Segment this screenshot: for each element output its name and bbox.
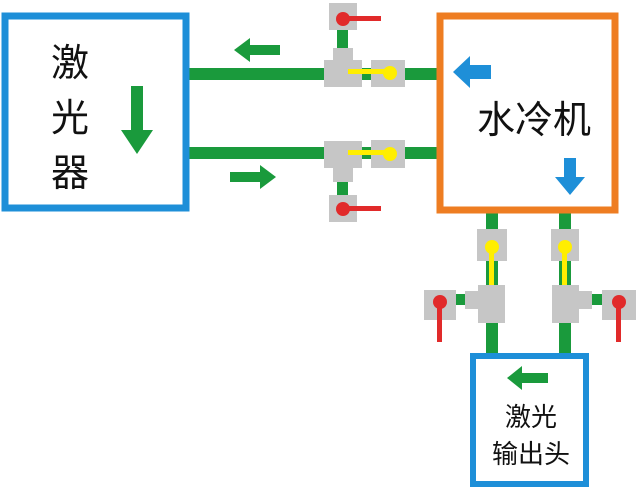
tee-fitting-icon <box>465 285 505 323</box>
tee-fitting-icon <box>324 48 362 87</box>
tee-fitting-icon <box>552 285 592 323</box>
laser-head-label-line2: 输出头 <box>492 440 570 470</box>
valve-icon <box>424 290 456 342</box>
sensor-icon <box>551 229 579 289</box>
valve-icon <box>602 290 636 342</box>
chiller-box: 水冷机 <box>436 12 619 214</box>
laser-label-line3: 器 <box>51 151 89 195</box>
flow-arrow-left-icon <box>453 56 491 88</box>
laser-box: 激 光 器 <box>1 12 190 212</box>
sensor-icon <box>348 140 405 168</box>
chiller-box-border <box>436 12 619 214</box>
flow-arrow-down-icon <box>555 158 585 195</box>
flow-arrow-left-icon <box>507 366 548 390</box>
laser-head-box: 激光 输出头 <box>470 353 589 487</box>
laser-label-line1: 激 <box>51 41 89 85</box>
flow-arrow-right-icon <box>230 165 276 189</box>
laser-label-line2: 光 <box>51 96 89 140</box>
flow-arrow-left-icon <box>234 38 280 62</box>
tee-fitting-icon <box>324 141 362 182</box>
chiller-label: 水冷机 <box>477 98 591 142</box>
flow-arrow-down-icon <box>121 86 153 154</box>
laser-head-label-line1: 激光 <box>505 403 557 433</box>
valve-icon <box>329 3 381 30</box>
sensor-icon <box>477 229 507 289</box>
valve-icon <box>329 195 381 222</box>
laser-box-border <box>1 12 190 212</box>
sensor-icon <box>348 60 405 87</box>
